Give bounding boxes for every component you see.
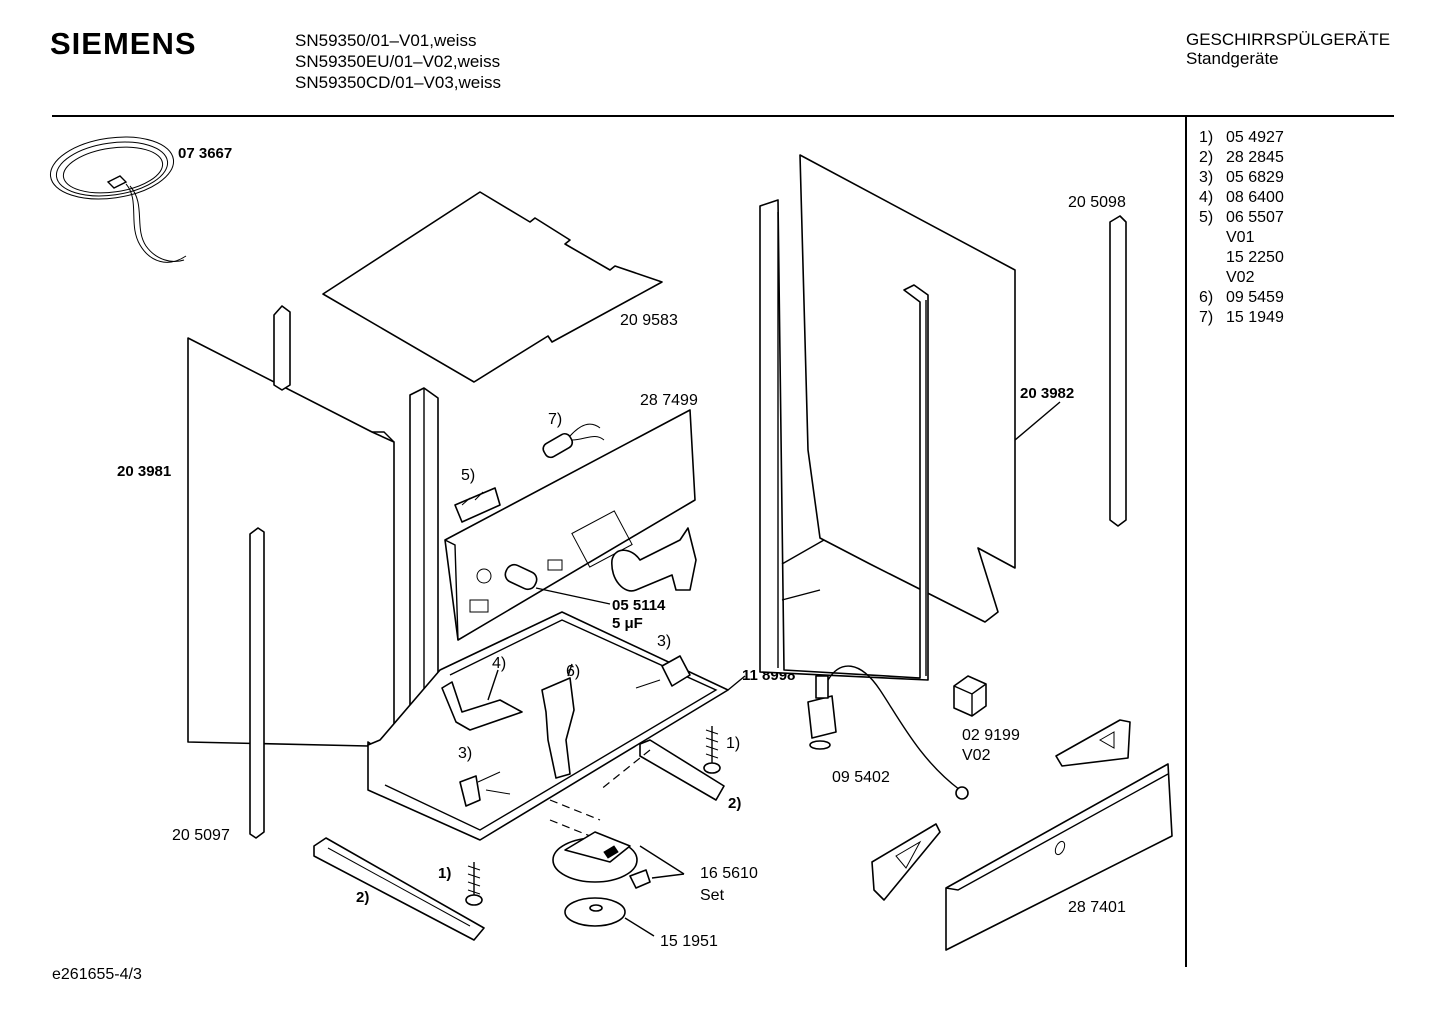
capacitor-part: 05 5114 5 μF: [504, 563, 666, 632]
legend-row: V02: [1199, 268, 1284, 288]
legend-value: 15 1949: [1226, 309, 1284, 326]
bracket-part: 4): [441, 655, 523, 731]
top-cover-part: 20 9583: [322, 191, 678, 383]
hose-connector-part: [611, 527, 697, 592]
label-pump-disc: 15 1951: [660, 933, 718, 950]
exploded-parts-diagram: 07 3667 20 9583 20 3981 20 5097 28 7499 …: [49, 136, 1173, 951]
label-pump-set-note: Set: [700, 887, 725, 904]
label-pump-set: 16 5610: [700, 865, 758, 882]
suppressor-part: 7): [542, 411, 605, 459]
parts-legend: 1)05 4927 2)28 2845 3)05 6829 4)08 6400 …: [1199, 128, 1284, 328]
legend-row: 5) 06 5507: [1199, 208, 1284, 228]
legend-num: [1199, 248, 1226, 268]
legend-row: 7) 15 1949: [1199, 308, 1284, 328]
callout-6: 6): [566, 663, 580, 680]
legend-row: 4) 08 6400: [1199, 188, 1284, 208]
model-line-3: SN59350CD/01–V03,weiss: [295, 73, 502, 92]
callout-5: 5): [461, 467, 475, 484]
legend-value: 08 6400: [1226, 189, 1284, 206]
model-line-2: SN59350EU/01–V02,weiss: [295, 52, 501, 71]
legend-value: 05 6829: [1226, 169, 1284, 186]
legend-num: 3): [1199, 169, 1214, 186]
relay-part: 02 9199 V02: [953, 675, 1020, 764]
legend-num: 4): [1199, 189, 1214, 206]
legend-num: 5): [1199, 209, 1214, 226]
legend-num: [1199, 268, 1226, 288]
door-frame-part: [759, 199, 929, 681]
label-plinth: 28 7401: [1068, 899, 1126, 916]
legend-row: 15 2250: [1199, 248, 1284, 268]
legend-value: 28 2845: [1226, 149, 1284, 166]
legend-value: V01: [1226, 229, 1255, 246]
label-relay-variant: V02: [962, 747, 991, 764]
legend-num: 2): [1199, 149, 1214, 166]
label-strip-left: 20 5097: [172, 827, 230, 844]
model-list: SN59350/01–V01,weiss SN59350EU/01–V02,we…: [295, 30, 501, 93]
legend-row: 1) 05 4927: [1199, 128, 1284, 148]
label-control-panel: 28 7499: [640, 392, 698, 409]
switch-part: 5): [454, 467, 501, 523]
legend-num: [1199, 228, 1226, 248]
category-subtitle: Standgeräte: [1186, 49, 1279, 68]
foot-bar-part-left: 2): [313, 837, 485, 941]
mount-bracket-part: 6): [541, 663, 580, 779]
pump-set-part: 16 5610 Set: [552, 831, 758, 904]
brand-logo: SIEMENS: [50, 26, 197, 61]
callout-1-right: 1): [726, 735, 740, 752]
control-panel-part: 28 7499: [444, 392, 698, 641]
legend-num: 1): [1199, 129, 1214, 146]
corner-bracket-part-lower: [871, 823, 941, 901]
label-relay: 02 9199: [962, 727, 1020, 744]
legend-row: 3) 05 6829: [1199, 168, 1284, 188]
callout-1-left: 1): [438, 865, 451, 882]
legend-row: 6) 09 5459: [1199, 288, 1284, 308]
label-side-panel-right: 20 3982: [1020, 385, 1074, 402]
legend-num: 6): [1199, 289, 1214, 306]
legend-value: 09 5459: [1226, 289, 1284, 306]
category-title: GESCHIRRSPÜLGERÄTE: [1186, 30, 1391, 49]
clip-part-lower: 3): [458, 745, 511, 807]
label-power-cord: 07 3667: [178, 145, 232, 162]
callout-3-upper: 3): [657, 633, 671, 650]
legend-num: 7): [1199, 309, 1214, 326]
callout-2-right: 2): [728, 795, 741, 812]
label-top-cover: 20 9583: [620, 312, 678, 329]
plinth-part: 28 7401: [945, 763, 1173, 951]
legend-divider: [1185, 117, 1187, 967]
foot-bar-part-right: 2): [639, 739, 741, 812]
pump-disc-part: 15 1951: [564, 897, 718, 950]
legend-row: V01: [1199, 228, 1284, 248]
foot-screw-part-right: 1): [703, 726, 740, 774]
model-line-1: SN59350/01–V01,weiss: [295, 31, 477, 50]
legend-value: 05 4927: [1226, 129, 1284, 146]
callout-4: 4): [492, 655, 506, 672]
clip-part-upper: 3): [635, 633, 691, 689]
legend-value: 15 2250: [1226, 249, 1284, 266]
label-capacitor-value: 5 μF: [612, 615, 643, 632]
legend-row: 2) 28 2845: [1199, 148, 1284, 168]
legend-value: V02: [1226, 269, 1255, 286]
label-level-switch: 09 5402: [832, 769, 890, 786]
label-side-panel-left: 20 3981: [117, 463, 171, 480]
right-side-panel-part: 20 3982: [799, 154, 1074, 623]
legend-value: 06 5507: [1226, 209, 1284, 226]
header-divider: [52, 115, 1394, 117]
label-capacitor: 05 5114: [612, 597, 666, 614]
foot-screw-part-left: 1): [438, 862, 483, 906]
label-strip-right: 20 5098: [1068, 194, 1126, 211]
corner-bracket-part-upper: [1055, 719, 1131, 767]
callout-7: 7): [548, 411, 562, 428]
callout-2-left: 2): [356, 889, 369, 906]
appliance-category: GESCHIRRSPÜLGERÄTE Standgeräte: [1186, 30, 1390, 68]
level-switch-part: 09 5402: [807, 665, 969, 800]
callout-3-lower: 3): [458, 745, 472, 762]
power-cord-part: 07 3667: [49, 136, 232, 263]
document-id: e261655-4/3: [52, 966, 142, 983]
right-strip-part: 20 5098: [1068, 194, 1127, 527]
